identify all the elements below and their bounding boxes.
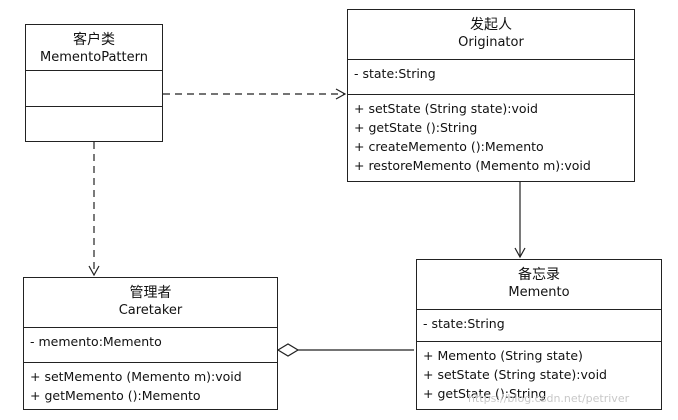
- class-memento-header: 备忘录 Memento: [417, 260, 661, 310]
- originator-op-getstate: + getState ():String: [354, 120, 478, 135]
- caretaker-op-getmemento: + getMemento ():Memento: [30, 388, 201, 403]
- caretaker-attr-memento: - memento:Memento: [30, 334, 162, 349]
- memento-op-getstate: + getState ():String: [423, 386, 547, 401]
- class-client: 客户类 MementoPattern: [25, 24, 163, 142]
- originator-op-restorememento: + restoreMemento (Memento m):void: [354, 158, 591, 173]
- watermark-text: https://blog.csdn.net/petriver: [468, 392, 630, 405]
- class-client-name-en: MementoPattern: [40, 50, 148, 65]
- class-originator-operations: + setState (String state):void + getStat…: [348, 95, 634, 179]
- class-originator-attributes: - state:String: [348, 60, 634, 95]
- memento-op-constructor: + Memento (String state): [423, 348, 583, 363]
- class-caretaker-header: 管理者 Caretaker: [24, 278, 277, 328]
- class-client-operations: [26, 107, 162, 141]
- class-memento-operations: + Memento (String state) + setState (Str…: [417, 342, 661, 407]
- class-memento: 备忘录 Memento - state:String + Memento (St…: [416, 259, 662, 410]
- aggregation-diamond: [276, 343, 300, 357]
- class-memento-name-cn: 备忘录: [518, 267, 560, 283]
- caretaker-op-setmemento: + setMemento (Memento m):void: [30, 369, 242, 384]
- class-originator: 发起人 Originator - state:String + setState…: [347, 9, 635, 182]
- class-originator-name-en: Originator: [458, 35, 524, 50]
- class-caretaker: 管理者 Caretaker - memento:Memento + setMem…: [23, 277, 278, 410]
- class-caretaker-name-cn: 管理者: [129, 285, 172, 301]
- class-memento-name-en: Memento: [508, 285, 570, 300]
- class-client-name-cn: 客户类: [73, 32, 115, 48]
- class-caretaker-name-en: Caretaker: [118, 303, 183, 318]
- memento-op-setstate: + setState (String state):void: [423, 367, 607, 382]
- class-caretaker-attributes: - memento:Memento: [24, 328, 277, 363]
- originator-op-creatememento: + createMemento ():Memento: [354, 139, 544, 154]
- class-client-attributes: [26, 71, 162, 107]
- class-originator-header: 发起人 Originator: [348, 10, 634, 60]
- originator-attr-state: - state:String: [354, 66, 436, 81]
- class-originator-name-cn: 发起人: [470, 17, 512, 33]
- originator-op-setstate: + setState (String state):void: [354, 101, 538, 116]
- memento-attr-state: - state:String: [423, 316, 505, 331]
- class-caretaker-operations: + setMemento (Memento m):void + getMemen…: [24, 363, 277, 409]
- class-memento-attributes: - state:String: [417, 310, 661, 342]
- class-client-header: 客户类 MementoPattern: [26, 25, 162, 71]
